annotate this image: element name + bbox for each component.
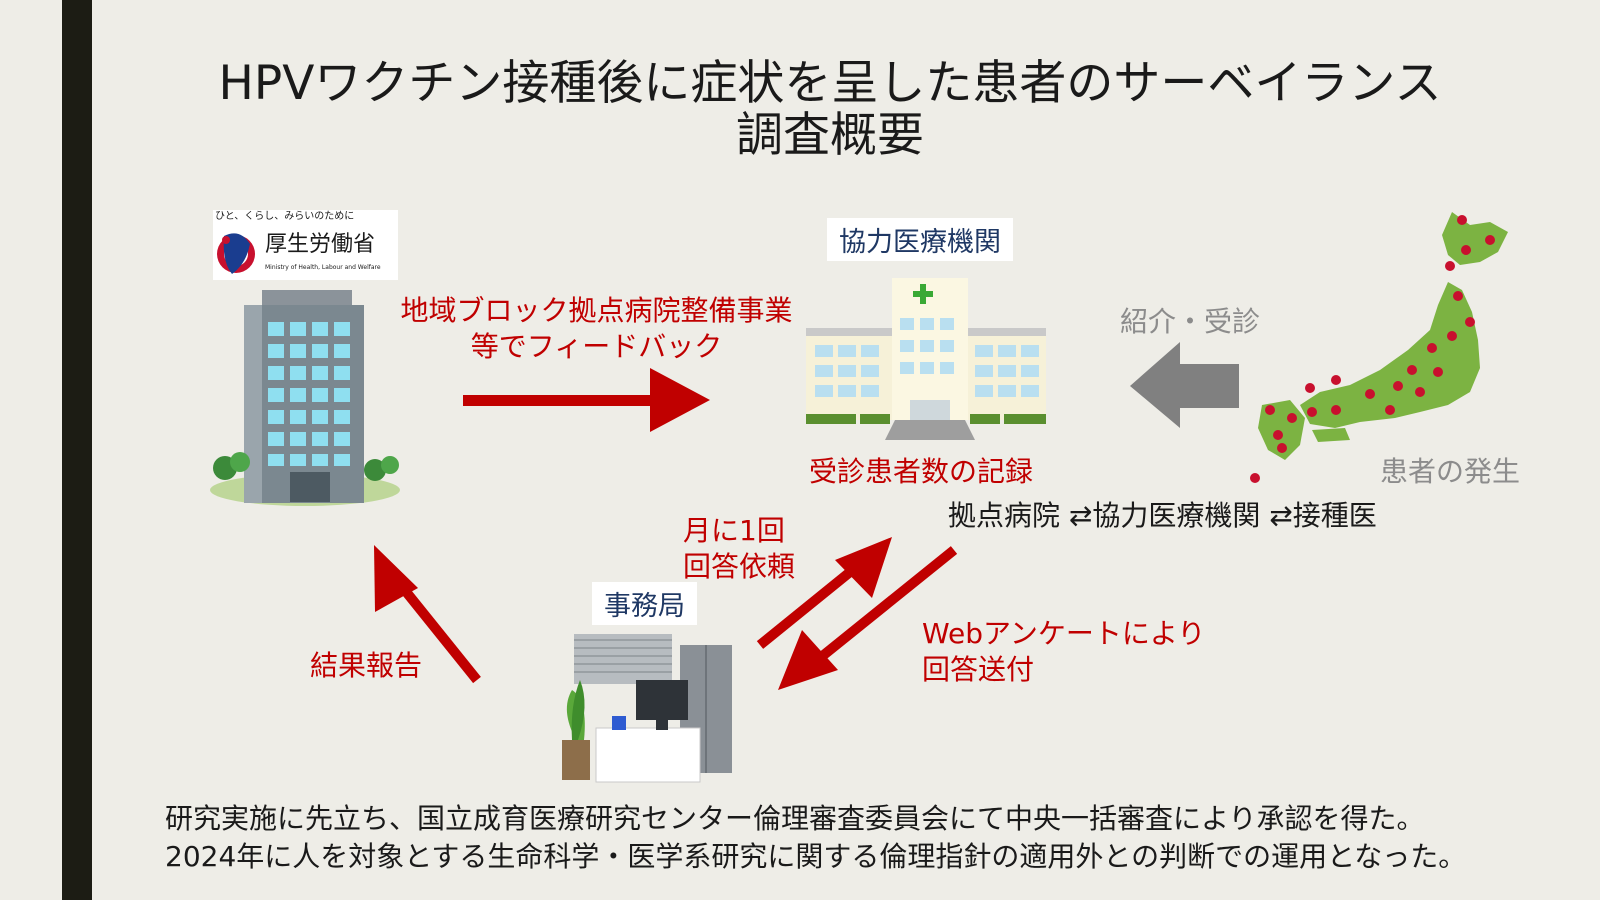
web-response-line-2: 回答送付 xyxy=(922,653,1035,686)
feedback-label-line-2: 等でフィードバック xyxy=(470,330,723,363)
title-line-2: 調査概要 xyxy=(736,108,924,163)
referral-arrow xyxy=(1130,342,1239,428)
footer-line-1: 研究実施に先立ち、国立成育医療研究センター倫理審査委員会にて中央一括審査により承… xyxy=(165,802,1425,835)
record-label: 受診患者数の記録 xyxy=(809,455,1034,488)
hospital-illustration xyxy=(806,278,1046,440)
feedback-label: 地域ブロック拠点病院整備事業 等でフィードバック xyxy=(384,293,809,365)
web-response-line-1: Webアンケートにより xyxy=(922,617,1206,650)
footer-line-2: 2024年に人を対象とする生命科学・医学系研究に関する倫理指針の適用外との判断で… xyxy=(165,840,1467,873)
monthly-request-label: 月に1回 回答依頼 xyxy=(683,513,795,585)
feedback-arrow xyxy=(463,368,710,432)
result-report-label: 結果報告 xyxy=(310,649,423,682)
mhlw-logo-text: ひと、くらし、みらいのために 厚生労働省 Ministry of Health,… xyxy=(213,210,398,271)
government-building-illustration xyxy=(210,290,400,506)
result-report-arrow xyxy=(374,545,481,684)
japan-map-illustration xyxy=(1250,212,1508,483)
monthly-request-arrow xyxy=(756,537,892,649)
mhlw-english-name: Ministry of Health, Labour and Welfare xyxy=(265,264,381,271)
mhlw-tagline: ひと、くらし、みらいのために xyxy=(215,211,355,222)
network-label: 拠点病院 ⇄協力医療機関 ⇄接種医 xyxy=(948,499,1377,532)
title-line-1: HPVワクチン接種後に症状を呈した患者のサーベイランス xyxy=(218,56,1442,111)
patient-occurrence-label: 患者の発生 xyxy=(1380,455,1521,488)
mhlw-name: 厚生労働省 xyxy=(265,232,376,257)
monthly-request-line-1: 月に1回 xyxy=(683,514,785,547)
web-response-arrow xyxy=(778,546,958,690)
feedback-label-line-1: 地域ブロック拠点病院整備事業 xyxy=(400,294,793,327)
referral-label: 紹介・受診 xyxy=(1120,305,1261,338)
monthly-request-line-2: 回答依頼 xyxy=(683,550,796,583)
coop-institution-label: 協力医療機関 xyxy=(827,218,1013,261)
footer-note: 研究実施に先立ち、国立成育医療研究センター倫理審査委員会にて中央一括審査により承… xyxy=(165,800,1466,876)
secretariat-office-illustration xyxy=(562,634,732,783)
web-response-label: Webアンケートにより 回答送付 xyxy=(922,616,1205,688)
secretariat-label: 事務局 xyxy=(592,582,697,625)
mhlw-logo xyxy=(213,210,398,280)
page-title: HPVワクチン接種後に症状を呈した患者のサーベイランス 調査概要 xyxy=(150,58,1510,162)
left-accent-bar xyxy=(62,0,92,900)
